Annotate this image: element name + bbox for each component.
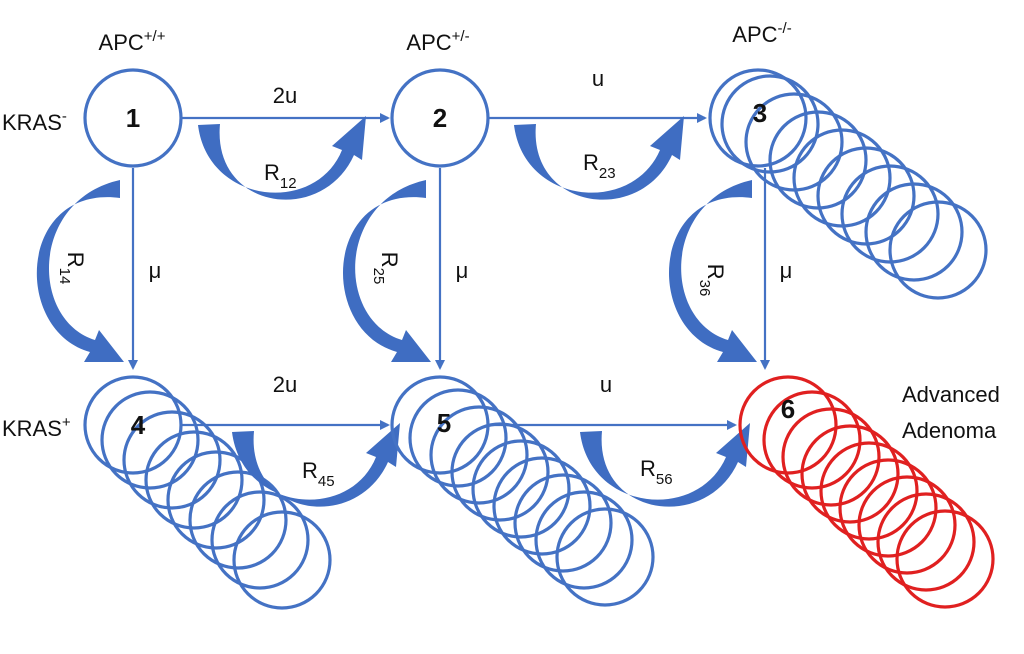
stack-5-ring (471, 439, 571, 539)
node-2-label: 2 (433, 103, 447, 133)
transition-rate-r12: R12 (264, 160, 297, 192)
stack-6-ring (781, 407, 881, 507)
stack-5-ring (555, 507, 655, 607)
kras-negative-label: KRAS- (2, 108, 67, 135)
stack-4-ring (188, 470, 288, 570)
rate-label-2-to-3: u (592, 66, 604, 91)
stack-5-ring (429, 405, 529, 505)
curved-arrow-r12 (198, 116, 366, 200)
node-6 (738, 375, 838, 475)
node-4-clone-stack (100, 390, 332, 610)
curved-arrow-r25 (342, 180, 431, 362)
advanced-adenoma-line1: Advanced (902, 382, 1000, 407)
nodes (83, 68, 838, 475)
transition-rate-r36: R36 (696, 264, 728, 297)
stack-4-ring (210, 490, 310, 590)
stack-6-ring (819, 441, 919, 541)
node-numbers: 1 2 3 4 5 6 (126, 98, 795, 440)
rate-label-1-to-4: μ (149, 258, 162, 283)
transition-rate-r25: R25 (370, 252, 402, 285)
stack-3-ring (864, 182, 964, 282)
stack-5-ring (534, 490, 634, 590)
stack-5-ring (513, 473, 613, 573)
stack-6-ring (800, 424, 900, 524)
node-4 (83, 375, 183, 475)
curved-arrow-r45 (232, 423, 400, 507)
apc-heterozygous-label: APC+/- (406, 28, 469, 55)
rate-label-5-to-6: u (600, 372, 612, 397)
curved-arrow-r14 (36, 180, 125, 362)
advanced-adenoma-line2: Adenoma (902, 418, 997, 443)
curved-arrow-r23 (514, 116, 684, 200)
transition-rate-r56: R56 (640, 456, 673, 488)
curved-arrows (36, 116, 757, 507)
apc-wild-type-label: APC+/+ (99, 28, 166, 55)
stack-6-ring (762, 390, 862, 490)
node-6-label: 6 (781, 394, 795, 424)
curved-arrow-r56 (580, 423, 750, 507)
stack-6-ring (838, 458, 938, 558)
transition-rate-r14: R14 (56, 252, 88, 285)
stack-4-ring (144, 430, 244, 530)
rate-label-4-to-5: 2u (273, 372, 297, 397)
straight-arrows (128, 113, 770, 430)
stack-5-ring (408, 388, 508, 488)
stack-5-ring (492, 456, 592, 556)
rate-label-2-to-5: μ (456, 258, 469, 283)
stack-4-ring (100, 390, 200, 490)
node-6-clone-stack (762, 390, 995, 609)
node-3 (708, 68, 808, 168)
node-3-clone-stack (720, 74, 988, 300)
stack-4-ring (122, 410, 222, 510)
stack-6-ring (857, 475, 957, 575)
kras-positive-label: KRAS+ (2, 414, 71, 441)
node-5 (390, 375, 490, 475)
stack-6-ring (895, 509, 995, 609)
stack-5-ring (450, 422, 550, 522)
stack-6-ring (876, 492, 976, 592)
rate-label-1-to-2: 2u (273, 83, 297, 108)
node-3-label: 3 (753, 98, 767, 128)
apc-null-label: APC-/- (732, 20, 791, 47)
node-1-label: 1 (126, 103, 140, 133)
curved-arrow-r36 (668, 180, 757, 362)
stack-3-ring (888, 200, 988, 300)
transition-rate-r23: R23 (583, 150, 616, 182)
node-4-label: 4 (131, 410, 146, 440)
rate-label-3-to-6: μ (780, 258, 793, 283)
transition-rate-r45: R45 (302, 458, 335, 490)
stack-4-ring (232, 510, 332, 610)
node-1 (83, 68, 183, 168)
node-2 (390, 68, 490, 168)
stack-4-ring (166, 450, 266, 550)
node-5-label: 5 (437, 408, 451, 438)
